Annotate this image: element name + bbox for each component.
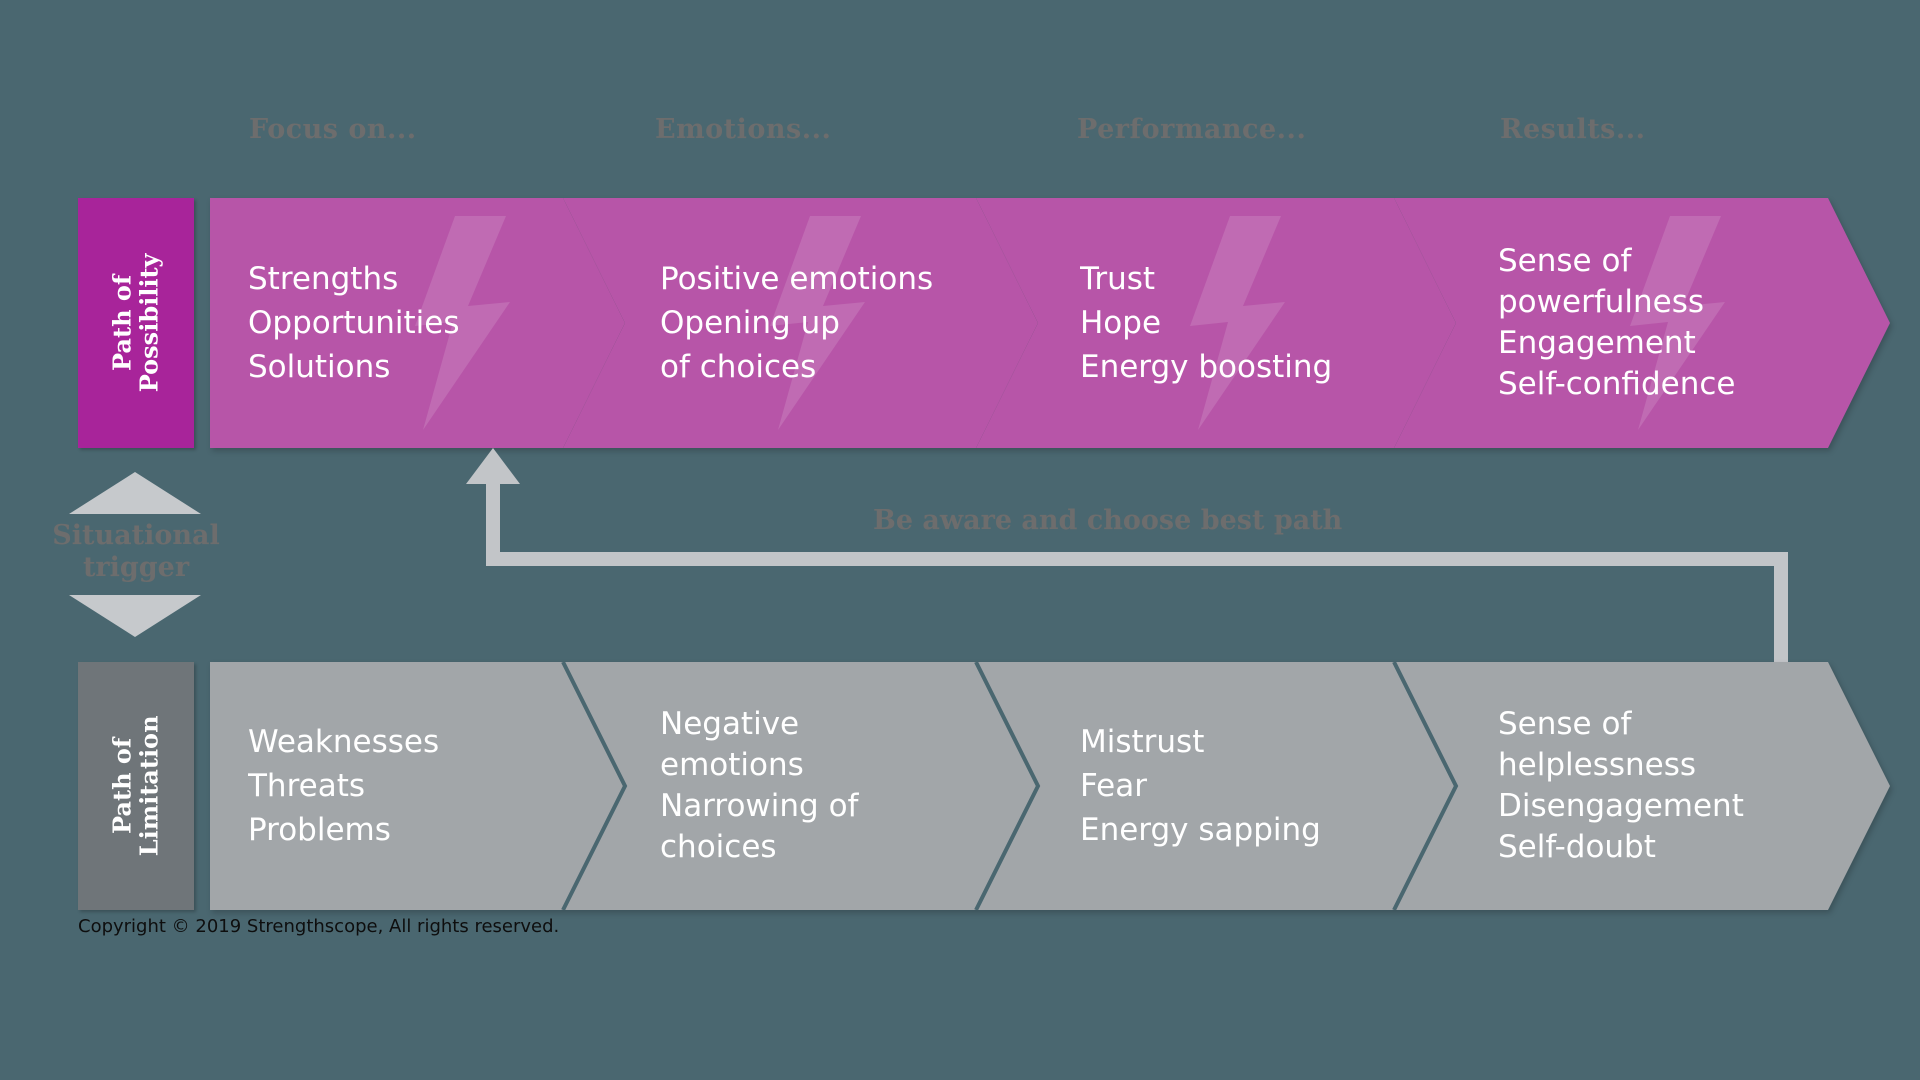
limitation-segment-2[interactable]: [563, 662, 1038, 910]
trigger-arrow-up-icon: [69, 472, 201, 514]
possibility-segment-1[interactable]: [210, 198, 625, 448]
possibility-segment-4[interactable]: [1394, 198, 1890, 448]
column-header-performance: Performance...: [1077, 114, 1307, 145]
lightning-bolt-icon: [1190, 216, 1285, 430]
trigger-arrow-down-icon: [69, 595, 201, 637]
possibility-stage-1[interactable]: Strengths Opportunities Solutions: [248, 198, 538, 448]
feedback-connector-riser: [486, 475, 500, 560]
feedback-note: Be aware and choose best path: [873, 505, 1343, 536]
lightning-bolt-icon: [770, 216, 865, 430]
limitation-stage-2-text: Negative emotions Narrowing of choices: [660, 706, 859, 865]
limitation-stage-3[interactable]: Mistrust Fear Energy sapping: [1080, 662, 1410, 910]
limitation-stage-4-text: Sense of helplessness Disengagement Self…: [1498, 706, 1744, 865]
column-header-focus-on: Focus on...: [249, 114, 417, 145]
limitation-stage-4[interactable]: Sense of helplessness Disengagement Self…: [1498, 662, 1858, 910]
copyright-notice: Copyright © 2019 Strengthscope, All righ…: [78, 916, 560, 937]
possibility-band: [210, 198, 1890, 448]
possibility-stage-4[interactable]: Sense of powerfulness Engagement Self-co…: [1498, 198, 1858, 448]
limitation-stage-1[interactable]: Weaknesses Threats Problems: [248, 662, 538, 910]
limitation-stage-3-text: Mistrust Fear Energy sapping: [1080, 723, 1321, 848]
possibility-segment-2[interactable]: [563, 198, 1038, 448]
situational-trigger-label: Situational trigger: [52, 520, 220, 584]
path-of-limitation-tab[interactable]: Path of Limitation: [78, 662, 194, 910]
limitation-stage-2[interactable]: Negative emotions Narrowing of choices: [660, 662, 960, 910]
lightning-bolt-icon: [415, 216, 510, 430]
possibility-stage-4-text: Sense of powerfulness Engagement Self-co…: [1498, 243, 1736, 402]
possibility-stage-2-text: Positive emotions Opening up of choices: [660, 260, 934, 385]
limitation-segment-3[interactable]: [976, 662, 1456, 910]
possibility-stage-1-text: Strengths Opportunities Solutions: [248, 260, 460, 385]
possibility-stage-3-text: Trust Hope Energy boosting: [1080, 260, 1333, 385]
column-header-results: Results...: [1500, 114, 1646, 145]
path-of-limitation-label: Path of Limitation: [107, 715, 163, 857]
possibility-stage-2[interactable]: Positive emotions Opening up of choices: [660, 198, 980, 448]
limitation-stage-1-text: Weaknesses Threats Problems: [248, 723, 440, 848]
limitation-band-shapes: [210, 661, 1890, 911]
feedback-arrowhead-icon: [466, 448, 520, 484]
limitation-segment-dividers: [561, 661, 1459, 911]
feedback-connector-horizontal: [486, 552, 1788, 566]
path-of-possibility-tab[interactable]: Path of Possibility: [78, 198, 194, 448]
column-header-emotions: Emotions...: [655, 114, 832, 145]
possibility-segment-3[interactable]: [976, 198, 1456, 448]
feedback-connector-vertical: [1774, 552, 1788, 662]
possibility-band-shapes: [210, 198, 1890, 448]
limitation-band: [210, 661, 1890, 911]
limitation-segment-1[interactable]: [210, 662, 625, 910]
path-of-possibility-label: Path of Possibility: [107, 253, 163, 393]
lightning-bolt-icon: [1630, 216, 1725, 430]
possibility-stage-3[interactable]: Trust Hope Energy boosting: [1080, 198, 1410, 448]
limitation-segment-4[interactable]: [1394, 662, 1890, 910]
